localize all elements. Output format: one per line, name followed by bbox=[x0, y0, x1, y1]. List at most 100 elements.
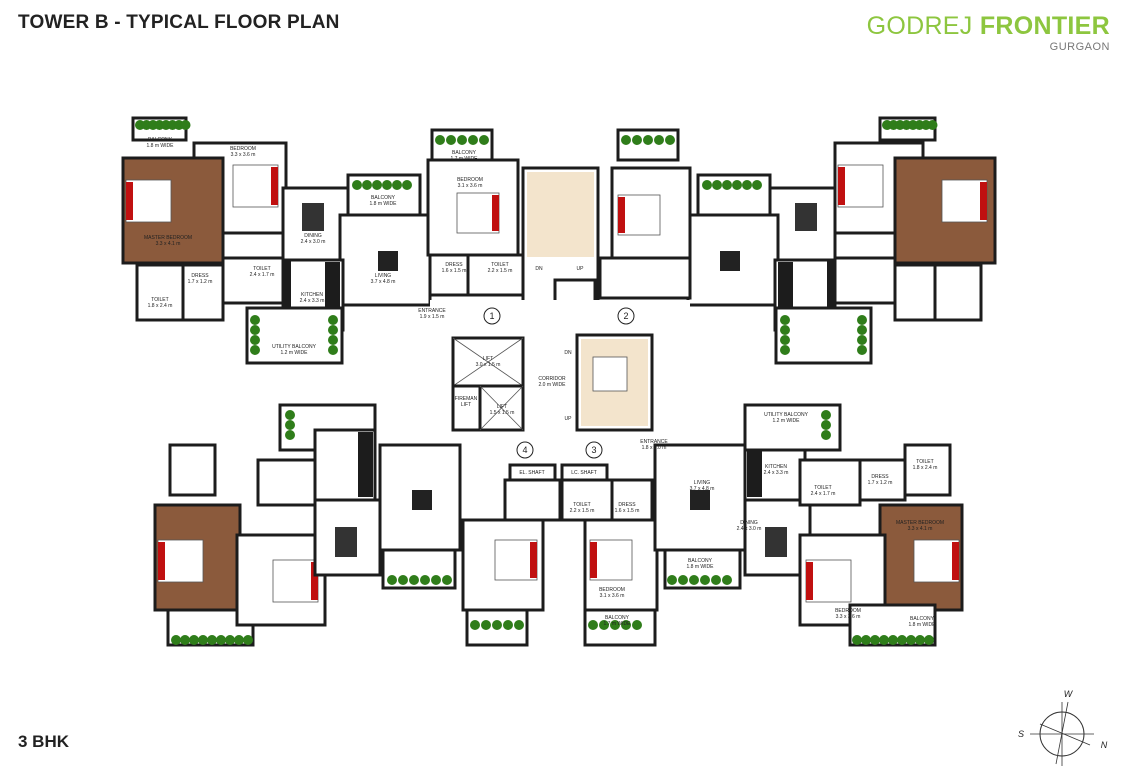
label-utility-top-left: UTILITY BALCONY bbox=[272, 344, 316, 350]
label-entrance-bottom-right-size: 1.8 x 2.0 m bbox=[642, 445, 667, 451]
bed-bottom-right-pillows bbox=[806, 562, 813, 600]
balcony-mid-bottom-right-plant bbox=[711, 575, 721, 585]
label-toilet-b-top-left-size: 1.8 x 2.4 m bbox=[148, 303, 173, 309]
balcony-mid-bottom-left-plant bbox=[387, 575, 397, 585]
utility-bottom-right-plant bbox=[821, 430, 831, 440]
stair-landing-top bbox=[553, 278, 597, 305]
label-dining-bottom-right: DINING bbox=[740, 520, 758, 526]
label-dress-bottom-right: DRESS bbox=[871, 474, 889, 480]
brand-name: GODREJ FRONTIER bbox=[867, 12, 1110, 41]
utility-top-left-b-plant bbox=[328, 315, 338, 325]
utility-top-right-b-plant bbox=[857, 335, 867, 345]
label-dress-bedroom2-bottom-right-size: 1.6 x 1.5 m bbox=[615, 508, 640, 514]
label-entrance-bottom-right: ENTRANCE bbox=[640, 439, 668, 445]
balcony-bedroom2-top-right-plant bbox=[654, 135, 664, 145]
utility-top-left-plant bbox=[250, 345, 260, 355]
balcony-bedroom2-bottom-left-plant bbox=[470, 620, 480, 630]
label-living-bottom-right: LIVING bbox=[694, 480, 711, 486]
balcony-bedroom2-top-left-plant bbox=[446, 135, 456, 145]
unit-number: 4 bbox=[522, 445, 527, 455]
balcony-bedroom2-bottom-right-plant bbox=[599, 620, 609, 630]
compass-needle-b bbox=[1055, 701, 1069, 765]
utility-top-right-b-plant bbox=[857, 325, 867, 335]
balcony-bedroom2-bottom-right-plant bbox=[588, 620, 598, 630]
balcony-bottom-right-plant bbox=[897, 635, 907, 645]
balcony-bottom-right-plant bbox=[924, 635, 934, 645]
label-stair-up-top: UP bbox=[577, 266, 585, 272]
stair-well-mid bbox=[592, 356, 628, 392]
toilet-b-top-right bbox=[933, 263, 983, 322]
unit-number-ring bbox=[516, 441, 534, 459]
label-dining-top-left-size: 2.4 x 3.0 m bbox=[301, 239, 326, 245]
balcony-mid-top-left-plant bbox=[402, 180, 412, 190]
kitchen-counter-bottom-left bbox=[358, 432, 373, 497]
brand-second: FRONTIER bbox=[979, 12, 1110, 40]
living-rug-bottom-right bbox=[690, 490, 710, 510]
bed-top-left-pillows bbox=[271, 167, 278, 205]
stair-treads-top bbox=[527, 172, 594, 257]
balcony-bedroom2-top-left-plant bbox=[435, 135, 445, 145]
label-stair-up-mid: UP bbox=[565, 416, 573, 422]
dress-bedroom2-bottom-right bbox=[610, 478, 654, 522]
label-toilet-b-bottom-right-size: 1.8 x 2.4 m bbox=[913, 465, 938, 471]
balcony-bedroom2-top-right-plant bbox=[643, 135, 653, 145]
brand-logo: GODREJ FRONTIER GURGAON bbox=[867, 12, 1110, 53]
balcony-bedroom2-top-left-plant bbox=[468, 135, 478, 145]
bed-master-bottom-right bbox=[913, 539, 960, 583]
balcony-bottom-right-plant bbox=[870, 635, 880, 645]
label-dress-top-left-size: 1.7 x 1.2 m bbox=[188, 279, 213, 285]
balcony-mid-top-left-plant bbox=[382, 180, 392, 190]
label-bedroom2-top-left-size: 3.1 x 3.6 m bbox=[458, 183, 483, 189]
balcony-mid-top-left-plant bbox=[372, 180, 382, 190]
toilet-b-bottom-left bbox=[168, 443, 217, 497]
label-living-bottom-right-size: 3.7 x 4.8 m bbox=[690, 486, 715, 492]
label-dress-bottom-right-size: 1.7 x 1.2 m bbox=[868, 480, 893, 486]
balcony-bedroom2-top-right-plant bbox=[665, 135, 675, 145]
balcony-mid-bottom-right-plant bbox=[667, 575, 677, 585]
balcony-mid-bottom-right-plant bbox=[722, 575, 732, 585]
balcony-mid-bottom-right-plant bbox=[700, 575, 710, 585]
balcony-mid-top-right-plant bbox=[702, 180, 712, 190]
balcony-mid-top-left-plant bbox=[392, 180, 402, 190]
bed-bedroom2-bottom-right-pillows bbox=[590, 542, 597, 578]
page-title: TOWER B - TYPICAL FLOOR PLAN bbox=[18, 12, 340, 33]
bed-bedroom2-top-right-pillows bbox=[618, 197, 625, 233]
balcony-bedroom2-bottom-left-plant bbox=[492, 620, 502, 630]
label-stair-dn-top: DN bbox=[535, 266, 543, 272]
balcony-bedroom2-top-right-plant bbox=[621, 135, 631, 145]
label-balcony-bedroom2-bottom-right-size: 1.7 m WIDE bbox=[604, 621, 632, 627]
brand-first: GODREJ bbox=[866, 12, 973, 40]
bed-master-bottom-left-pillows bbox=[158, 542, 165, 580]
unit-type-label: 3 BHK bbox=[18, 732, 70, 751]
label-balcony-mid-top-left: BALCONY bbox=[371, 195, 396, 201]
label-toilet-a-bottom-right: TOILET bbox=[814, 485, 831, 491]
balcony-bottom-right-plant bbox=[852, 635, 862, 645]
living-rug-top-left bbox=[378, 251, 398, 271]
balcony-bottom-right-plant bbox=[915, 635, 925, 645]
label-balcony-mid-top-left-size: 1.8 m WIDE bbox=[370, 201, 398, 207]
utility-balcony-top-left bbox=[245, 306, 344, 365]
balcony-bottom-right-plant bbox=[906, 635, 916, 645]
bed-top-right-pillows bbox=[838, 167, 845, 205]
label-entrance-top-left: ENTRANCE bbox=[418, 308, 446, 314]
label-lc-shaft: LC. SHAFT bbox=[571, 470, 597, 476]
balcony-mid-top-right-plant bbox=[742, 180, 752, 190]
balcony-bottom-left-plant bbox=[189, 635, 199, 645]
balcony-bottom-right-plant bbox=[861, 635, 871, 645]
label-dining-top-left: DINING bbox=[304, 233, 322, 239]
label-balcony-mid-bottom-right: BALCONY bbox=[688, 558, 713, 564]
balcony-bedroom2-bottom-right-plant bbox=[632, 620, 642, 630]
balcony-mid-top-right-plant bbox=[752, 180, 762, 190]
balcony-bottom-right-plant bbox=[879, 635, 889, 645]
label-master-top-left-size: 3.3 x 4.1 m bbox=[156, 241, 181, 247]
utility-bottom-left-plant bbox=[285, 430, 295, 440]
label-stair-dn-mid: DN bbox=[564, 350, 572, 356]
label-balcony-mid-bottom-right-size: 1.8 m WIDE bbox=[687, 564, 715, 570]
balcony-mid-bottom-left-plant bbox=[409, 575, 419, 585]
label-kitchen-bottom-right: KITCHEN bbox=[765, 464, 787, 470]
living-rug-bottom-left bbox=[412, 490, 432, 510]
label-toilet-a-bottom-right-size: 2.4 x 1.7 m bbox=[811, 491, 836, 497]
label-bedroom-bottom-right: BEDROOM bbox=[835, 608, 861, 614]
balcony-bottom-left-plant bbox=[225, 635, 235, 645]
